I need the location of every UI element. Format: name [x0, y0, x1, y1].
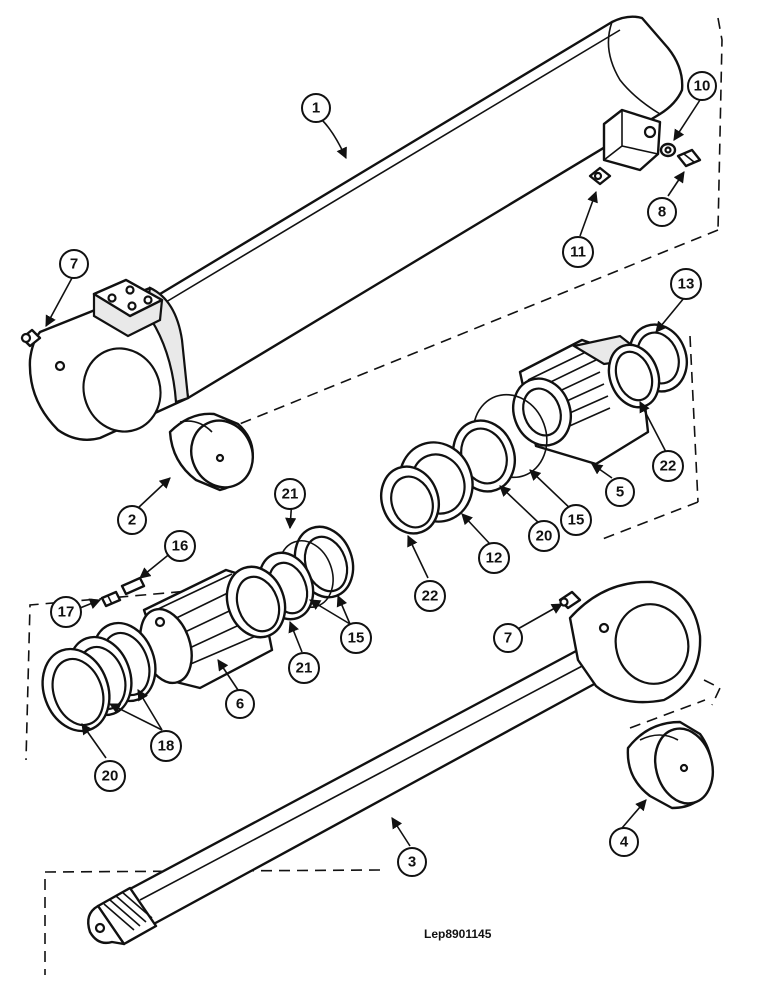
- svg-text:13: 13: [678, 276, 695, 293]
- callout-20-right: 21: [288, 652, 320, 684]
- callout-7-upper: 7: [59, 249, 89, 279]
- svg-text:8: 8: [658, 204, 666, 221]
- rings-part-12-22-right: [607, 323, 688, 409]
- pin-part-16: [120, 576, 146, 596]
- svg-text:7: 7: [70, 256, 78, 273]
- callout-16: 16: [164, 530, 196, 562]
- drawing-reference-label: Lep8901145: [424, 927, 492, 941]
- svg-text:3: 3: [408, 854, 416, 871]
- callout-2: 2: [117, 505, 147, 535]
- callout-3: 3: [397, 847, 427, 877]
- callout-15: 15: [340, 622, 372, 654]
- callout-6: 6: [225, 689, 255, 719]
- svg-text:11: 11: [570, 244, 586, 261]
- svg-text:15: 15: [348, 630, 365, 647]
- callout-19: 20: [528, 520, 560, 552]
- callout-10: 11: [562, 236, 594, 268]
- callout-4: 4: [609, 827, 639, 857]
- callout-20-left: 20: [94, 760, 126, 792]
- setscrew-part-17: [100, 590, 122, 608]
- bushing-part-2: [168, 412, 254, 492]
- ring-part-22-left: [380, 465, 440, 535]
- svg-text:17: 17: [58, 604, 75, 621]
- svg-text:21: 21: [296, 660, 313, 677]
- grease-fitting-upper: [20, 328, 42, 348]
- svg-text:18: 18: [158, 738, 175, 755]
- callout-22-left: 22: [414, 580, 446, 612]
- callout-22-right: 22: [652, 450, 684, 482]
- callout-1: 1: [301, 93, 331, 123]
- callout-12: 13: [670, 268, 702, 300]
- svg-text:21: 21: [282, 486, 299, 503]
- svg-text:6: 6: [236, 696, 244, 713]
- svg-text:16: 16: [172, 538, 189, 555]
- leader-lines: [45, 99, 701, 847]
- seal-rings-part-15-20-21: [225, 525, 355, 639]
- callout-9: 10: [687, 71, 717, 101]
- svg-text:2: 2: [128, 512, 136, 529]
- svg-text:12: 12: [486, 550, 503, 567]
- svg-text:22: 22: [660, 458, 677, 475]
- callout-21: 21: [274, 478, 306, 510]
- svg-text:5: 5: [616, 484, 624, 501]
- callout-13: 15: [560, 504, 592, 536]
- svg-text:1: 1: [312, 100, 320, 117]
- callout-18: 18: [150, 730, 182, 762]
- svg-text:20: 20: [102, 768, 119, 785]
- seal-rings-part-18-20: [41, 621, 157, 733]
- plug-part-10: [588, 166, 612, 186]
- callout-5: 5: [605, 477, 635, 507]
- piston-rod-part-3: [87, 580, 702, 946]
- callout-17: 17: [50, 596, 82, 628]
- screw-part-8: [676, 148, 702, 168]
- callout-11: 12: [478, 542, 510, 574]
- callout-8: 8: [647, 197, 677, 227]
- callout-7-lower: 7: [493, 623, 523, 653]
- svg-text:22: 22: [422, 588, 439, 605]
- svg-text:4: 4: [620, 834, 629, 851]
- svg-text:7: 7: [504, 630, 512, 647]
- svg-text:20: 20: [536, 528, 553, 545]
- washer-part-9: [659, 142, 677, 158]
- svg-text:15: 15: [568, 512, 585, 529]
- grease-fitting-lower: [558, 590, 582, 610]
- bushing-part-4: [626, 720, 714, 810]
- svg-text:10: 10: [694, 78, 711, 95]
- cylinder-barrel: [28, 15, 684, 441]
- assembly-guide-lines: [25, 17, 723, 975]
